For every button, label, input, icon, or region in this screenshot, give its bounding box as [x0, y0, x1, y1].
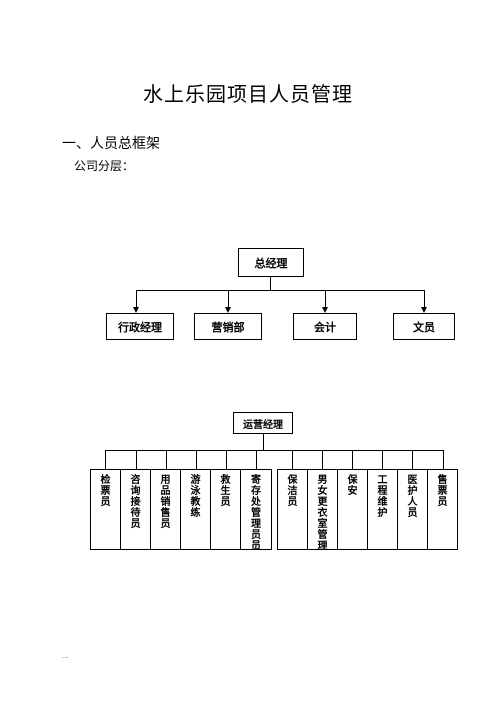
connector-line — [196, 450, 197, 469]
column-label: 医护人员 — [407, 475, 418, 519]
connector-line — [443, 450, 444, 469]
org-node-ticket-seller: 售票员 — [427, 469, 458, 550]
footer-mark: ... — [62, 652, 69, 660]
org-node-admin-manager: 行政经理 — [106, 313, 174, 340]
connector-line — [256, 450, 257, 469]
connector-line — [228, 290, 229, 308]
column-label: 游泳教练 — [190, 475, 201, 519]
column-label: 保安 — [347, 475, 358, 497]
connector-line — [424, 290, 425, 308]
org-node-general-manager: 总经理 — [238, 248, 304, 277]
document-title: 水上乐园项目人员管理 — [143, 82, 353, 106]
org-node-cleaner: 保洁员 — [277, 469, 308, 550]
connector-line — [270, 277, 271, 290]
connector-line — [292, 450, 293, 469]
arrow-down-icon — [421, 307, 427, 313]
column-label: 工程维护 — [377, 475, 388, 519]
column-label: 检票员 — [100, 475, 111, 508]
org-node-supplies-sales: 用品销售员 — [150, 469, 181, 550]
org-node-reception: 咨询接待员 — [120, 469, 151, 550]
org-node-medical: 医护人员 — [397, 469, 428, 550]
connector-line — [226, 450, 227, 469]
connector-line — [166, 450, 167, 469]
sub-heading: 公司分层： — [74, 159, 135, 173]
org-node-security: 保安 — [337, 469, 368, 550]
arrow-down-icon — [133, 307, 139, 313]
section-heading: 一、人员总框架 — [62, 136, 160, 152]
column-label: 救生员 — [220, 475, 231, 508]
connector-line — [136, 290, 137, 308]
org-node-accounting: 会计 — [293, 313, 357, 340]
arrow-down-icon — [322, 307, 328, 313]
connector-line — [105, 450, 443, 451]
org-node-storage-manager: 寄存处管理员员 — [240, 469, 272, 552]
org-node-operations-manager: 运营经理 — [233, 412, 293, 434]
connector-line — [105, 450, 106, 469]
connector-line — [352, 450, 353, 469]
column-label: 男女更衣室管理 — [317, 475, 328, 552]
org-node-maintenance: 工程维护 — [367, 469, 398, 550]
column-label: 用品销售员 — [160, 475, 171, 530]
org-node-ticket-checker: 检票员 — [90, 469, 121, 550]
org-node-clerk: 文员 — [393, 313, 455, 340]
connector-line — [263, 434, 264, 450]
column-label: 咨询接待员 — [130, 475, 141, 530]
connector-line — [325, 290, 326, 308]
column-label: 寄存处管理员员 — [251, 475, 261, 552]
arrow-down-icon — [225, 307, 231, 313]
org-node-swim-coach: 游泳教练 — [180, 469, 211, 550]
org-node-lifeguard: 救生员 — [210, 469, 241, 550]
connector-line — [136, 290, 424, 291]
column-label: 保洁员 — [287, 475, 298, 508]
connector-line — [322, 450, 323, 469]
connector-line — [136, 450, 137, 469]
column-label: 售票员 — [437, 475, 448, 508]
connector-line — [382, 450, 383, 469]
org-node-locker-room-manager: 男女更衣室管理 — [307, 469, 338, 552]
connector-line — [412, 450, 413, 469]
org-node-marketing: 营销部 — [194, 313, 262, 340]
